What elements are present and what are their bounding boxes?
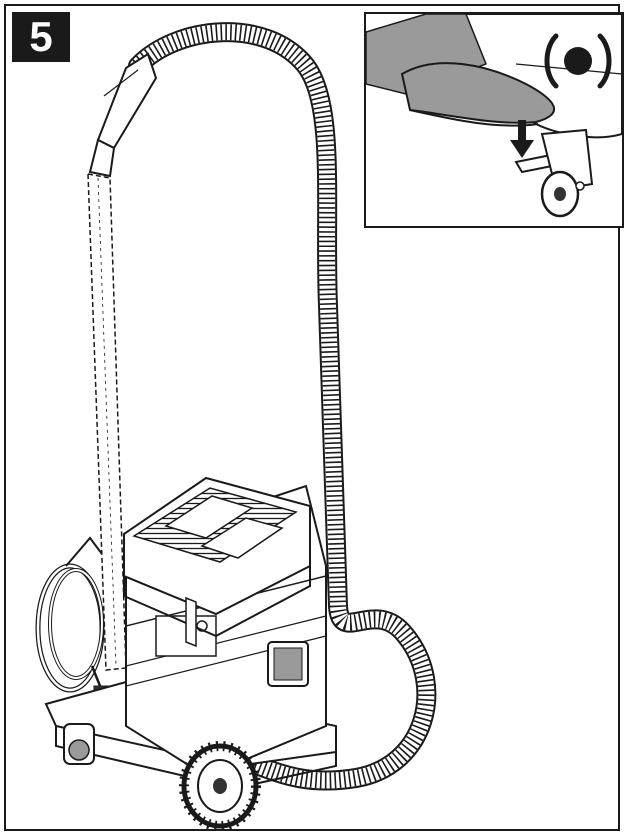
rear-wheel xyxy=(179,741,261,829)
suction-tube xyxy=(87,173,127,671)
press-down-arrow xyxy=(510,120,534,158)
motor-head xyxy=(123,476,311,648)
figure-frame: 5 xyxy=(4,4,624,831)
brake-locked-icon xyxy=(544,33,612,89)
vacuum-cleaner-illustration xyxy=(35,22,437,829)
hose-handle xyxy=(88,52,158,178)
step-number-badge: 5 xyxy=(12,12,70,62)
caster-brake-inset xyxy=(364,12,624,228)
suction-hose xyxy=(128,22,437,791)
power-cable-coil xyxy=(35,536,109,709)
caster-brake-illustration xyxy=(366,14,622,218)
